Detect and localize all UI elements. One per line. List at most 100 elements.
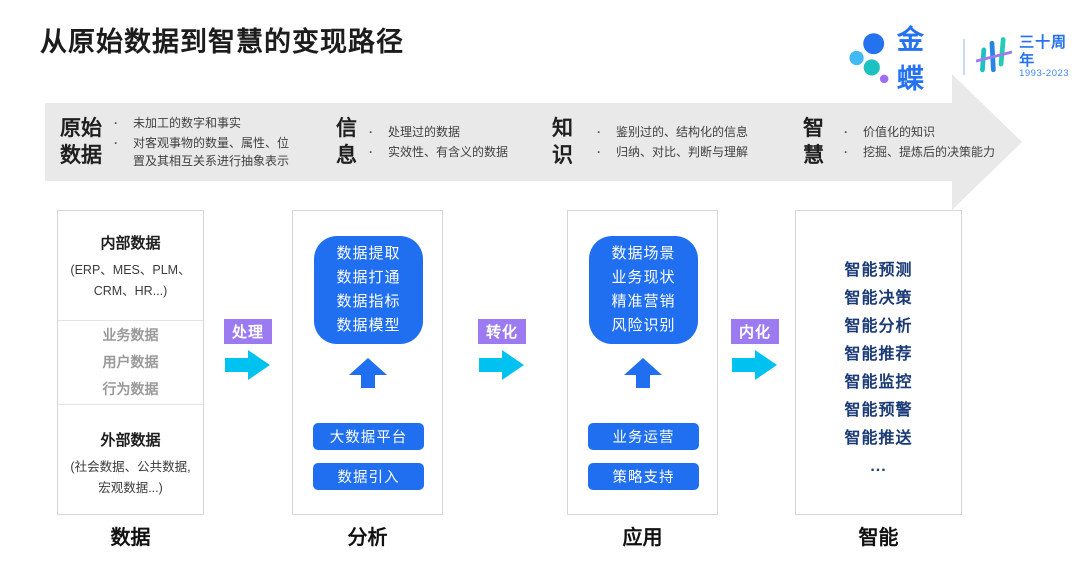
up-arrow-icon (623, 358, 662, 388)
middle-data-section: 业务数据 用户数据 行为数据 (58, 321, 203, 405)
bullet-item: 处理过的数据 (369, 123, 534, 141)
arrow-head (755, 350, 777, 380)
bullet-text: 处理过的数据 (388, 125, 461, 139)
connector-transform: 转化 (474, 319, 530, 380)
anniversary-text: 三十周年 1993-2023 (1019, 34, 1080, 79)
application-capability: 数据场景 (611, 245, 676, 262)
intelligence-box: 智能预测 智能决策 智能分析 智能推荐 智能监控 智能预警 智能推送 ... (795, 210, 962, 515)
external-data-subtitle: (社会数据、公共数据, 宏观数据...) (70, 460, 191, 495)
arrow-stem (225, 358, 248, 372)
data-type-item: 用户数据 (102, 354, 159, 370)
stage-title-line: 识 (552, 144, 573, 167)
bullet-item: 鉴别过的、结构化的信息 (597, 123, 772, 141)
stage-information: 信 息 处理过的数据 实效性、有含义的数据 (336, 103, 534, 181)
arrow-stem (732, 358, 755, 372)
dikw-arrow-head (952, 74, 1022, 210)
stage-title-line: 慧 (803, 144, 824, 167)
application-box: 数据场景 业务现状 精准营销 风险识别 业务运营 策略支持 (567, 210, 718, 515)
analysis-capability: 数据指标 (336, 293, 401, 310)
anniversary-mark-icon (975, 37, 1013, 73)
analysis-box: 数据提取 数据打通 数据指标 数据模型 大数据平台 数据引入 (292, 210, 443, 515)
connector-label: 转化 (477, 319, 526, 344)
arrow-head (502, 350, 524, 380)
bullet-text: 对客观事物的数量、属性、位置及其相互关系进行抽象表示 (133, 136, 290, 168)
page-title: 从原始数据到智慧的变现路径 (40, 27, 404, 57)
bullet-text: 未加工的数字和事实 (133, 116, 242, 130)
caption-analysis: 分析 (347, 527, 388, 549)
data-type-item: 业务数据 (102, 327, 159, 343)
dots-cluster-icon (849, 33, 889, 84)
caption-application: 应用 (622, 527, 663, 549)
brand-name: 金蝶 (896, 25, 926, 94)
anniversary-label: 三十周年 (1019, 34, 1068, 69)
analysis-capability: 数据模型 (336, 317, 401, 334)
arrow-head (623, 358, 662, 375)
bullet-item: 对客观事物的数量、属性、位置及其相互关系进行抽象表示 (114, 134, 292, 170)
external-data-title: 外部数据 (100, 432, 161, 449)
stage-title-line: 知 (552, 117, 573, 140)
stage-title: 原始 数据 (60, 115, 102, 169)
stage-bullets: 价值化的知识 挖掘、提炼后的决策能力 (844, 121, 1009, 163)
internal-data-section: 内部数据 (ERP、MES、PLM、CRM、HR...) (58, 211, 203, 321)
kingdee-logo: 金蝶 三十周年 1993-2023 (848, 18, 1080, 96)
business-operation-chip: 业务运营 (588, 423, 699, 450)
arrow-head (348, 358, 387, 375)
data-sources-box: 内部数据 (ERP、MES、PLM、CRM、HR...) 业务数据 用户数据 行… (57, 210, 204, 515)
stage-title-line: 原始 (60, 117, 102, 140)
stage-title: 信 息 (336, 115, 357, 169)
bullet-item: 挖掘、提炼后的决策能力 (844, 143, 1009, 161)
bullet-text: 归纳、对比、判断与理解 (616, 145, 749, 159)
external-data-section: 外部数据 (社会数据、公共数据, 宏观数据...) (58, 405, 203, 514)
logo-divider (963, 39, 965, 75)
bullet-text: 价值化的知识 (863, 125, 936, 139)
stage-raw-data: 原始 数据 未加工的数字和事实 对客观事物的数量、属性、位置及其相互关系进行抽象… (60, 103, 292, 181)
analysis-capability: 数据提取 (336, 245, 401, 262)
arrow-head (248, 350, 270, 380)
connector-process: 处理 (220, 319, 276, 380)
intelligence-item: 智能分析 (844, 318, 913, 335)
stage-bullets: 处理过的数据 实效性、有含义的数据 (369, 121, 534, 163)
stage-wisdom: 智 慧 价值化的知识 挖掘、提炼后的决策能力 (803, 103, 1009, 181)
connector-label: 内化 (730, 319, 779, 344)
anniversary-years: 1993-2023 (1019, 67, 1070, 79)
application-capability: 风险识别 (611, 317, 676, 334)
intelligence-item: 智能预警 (844, 402, 913, 419)
application-capability: 业务现状 (611, 269, 676, 286)
bullet-text: 实效性、有含义的数据 (388, 145, 509, 159)
up-arrow-icon (348, 358, 387, 388)
right-arrow-icon (225, 350, 271, 380)
intelligence-item: 智能决策 (844, 290, 913, 307)
arrow-stem (360, 375, 375, 388)
strategy-support-chip: 策略支持 (588, 463, 699, 490)
stage-bullets: 鉴别过的、结构化的信息 归纳、对比、判断与理解 (597, 121, 772, 163)
caption-intelligence: 智能 (858, 527, 899, 549)
analysis-capability: 数据打通 (336, 269, 401, 286)
intelligence-item: 智能推送 (844, 430, 913, 447)
arrow-stem (635, 375, 650, 388)
intelligence-item: 智能监控 (844, 374, 913, 391)
intelligence-item: 智能推荐 (844, 346, 913, 363)
internal-data-subtitle: (ERP、MES、PLM、CRM、HR...) (70, 263, 191, 298)
application-capability: 精准营销 (611, 293, 676, 310)
analysis-main-box: 数据提取 数据打通 数据指标 数据模型 (314, 236, 423, 344)
internal-data-title: 内部数据 (100, 235, 161, 252)
bullet-item: 价值化的知识 (844, 123, 1009, 141)
stage-title-line: 数据 (60, 144, 102, 167)
bullet-item: 归纳、对比、判断与理解 (597, 143, 772, 161)
bullet-text: 挖掘、提炼后的决策能力 (863, 145, 996, 159)
right-arrow-icon (732, 350, 778, 380)
stage-title-line: 息 (336, 144, 357, 167)
application-main-box: 数据场景 业务现状 精准营销 风险识别 (589, 236, 698, 344)
stage-title: 智 慧 (803, 115, 824, 169)
big-data-platform-chip: 大数据平台 (313, 423, 424, 450)
caption-data: 数据 (110, 527, 151, 549)
intelligence-item: 智能预测 (844, 262, 913, 279)
stage-title-line: 信 (336, 117, 357, 140)
bullet-item: 实效性、有含义的数据 (369, 143, 534, 161)
bullet-text: 鉴别过的、结构化的信息 (616, 125, 749, 139)
intelligence-item: ... (870, 458, 887, 475)
bullet-item: 未加工的数字和事实 (114, 114, 292, 132)
data-import-chip: 数据引入 (313, 463, 424, 490)
right-arrow-icon (479, 350, 525, 380)
stage-title: 知 识 (552, 115, 573, 169)
